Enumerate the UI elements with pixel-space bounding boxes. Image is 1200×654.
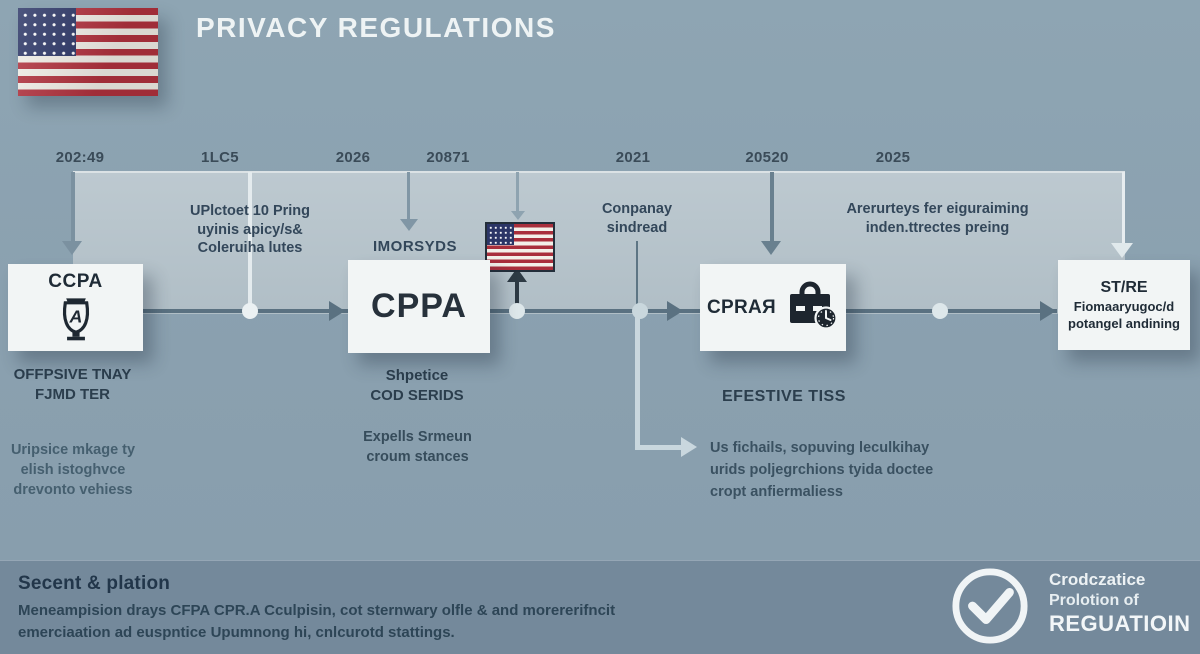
briefcase-clock-icon (781, 280, 839, 335)
year-label: 1LC5 (201, 149, 239, 166)
node-note-cpra: Us fichails, sopuving leculkihay urids p… (710, 440, 934, 500)
award-shield-icon: A (54, 293, 98, 348)
connector-line (248, 172, 252, 310)
arrowhead-down-icon (1111, 243, 1133, 258)
timeline-line (143, 309, 1057, 313)
flag-canton-stars (18, 8, 76, 56)
arrowhead-right-icon (667, 301, 683, 321)
node-title: CCPA (48, 271, 103, 292)
connector-line (636, 241, 638, 309)
badge-text-line2: Prolotion of (1049, 592, 1139, 609)
page-title: PRIVACY REGULATIONS (196, 12, 556, 43)
connector-elbow (635, 317, 640, 448)
node-caption-ccpa: OFFPSIVE TNAY FJMD TER (13, 366, 132, 403)
us-flag-small-icon (485, 222, 555, 272)
arrowhead-right-icon (1040, 301, 1056, 321)
node-card-cppa: CPPA (348, 260, 490, 353)
node-caption-cpra: EFESTIVE TISS (722, 388, 846, 405)
year-label: 20871 (426, 149, 470, 166)
annotation-conpanay: Conpanay sindread (601, 201, 673, 236)
node-card-cpra: CPRAЯ (700, 264, 846, 351)
node-note-cppa: Expells Srmeun croum stances (363, 429, 472, 465)
connector-line (516, 172, 519, 212)
node-subtitle: potangel andining (1068, 316, 1180, 331)
node-note-ccpa: Uripsice mkage ty elish istoghvce drevon… (10, 442, 136, 498)
year-label: 20520 (745, 149, 789, 166)
connector-line (770, 172, 774, 242)
badge-text-line1: Crodczatice (1049, 570, 1146, 589)
year-label: 202:49 (55, 149, 105, 166)
connector-line (515, 281, 519, 308)
footer-heading: Secent & plation (18, 573, 171, 594)
annotation-imorsyds: IMORSYDS (372, 238, 457, 255)
arrowhead-down-icon (400, 219, 418, 231)
timeline-dot (932, 303, 948, 319)
arrowhead-right-icon (329, 301, 345, 321)
connector-line (71, 172, 75, 242)
node-card-stire: ST/RE Fiomaaryugoc/d potangel andining (1058, 260, 1190, 350)
year-label: 2021 (615, 149, 651, 166)
node-title: ST/RE (1100, 279, 1148, 296)
timeline-dot (509, 303, 525, 319)
svg-text:A: A (68, 306, 82, 326)
arrowhead-down-icon (511, 211, 525, 220)
timeline-dot (632, 303, 648, 319)
node-card-ccpa: CCPA A (8, 264, 143, 351)
node-title: CPPA (371, 287, 467, 325)
footer-body-text: Meneampision drays CFPA CPR.A Cculpisin,… (18, 602, 616, 641)
connector-elbow (635, 445, 681, 450)
annotation-pring: UPlctoet 10 Pring uyinis apicy/s& Coleru… (189, 203, 311, 257)
node-caption-cppa: Shpetice COD SERIDS (370, 367, 464, 404)
arrowhead-down-icon (62, 241, 82, 255)
arrowhead-down-icon (761, 241, 781, 255)
year-label: 2026 (335, 149, 371, 166)
annotation-arerurteys: Arerurteys fer eiguraiming inden.ttrecte… (846, 201, 1029, 236)
arrowhead-right-icon (681, 437, 697, 457)
node-title: CPRAЯ (707, 296, 776, 318)
us-flag-icon (18, 8, 158, 96)
flag-canton-stars (487, 224, 514, 245)
badge-text-line3: REGUATIOIN (1049, 611, 1191, 636)
timeline-dot (242, 303, 258, 319)
node-subtitle: Fiomaaryugoc/d (1073, 299, 1175, 314)
check-circle-icon (951, 567, 1029, 645)
year-label: 2025 (875, 149, 911, 166)
connector-line (1122, 172, 1125, 244)
connector-line (407, 172, 410, 220)
